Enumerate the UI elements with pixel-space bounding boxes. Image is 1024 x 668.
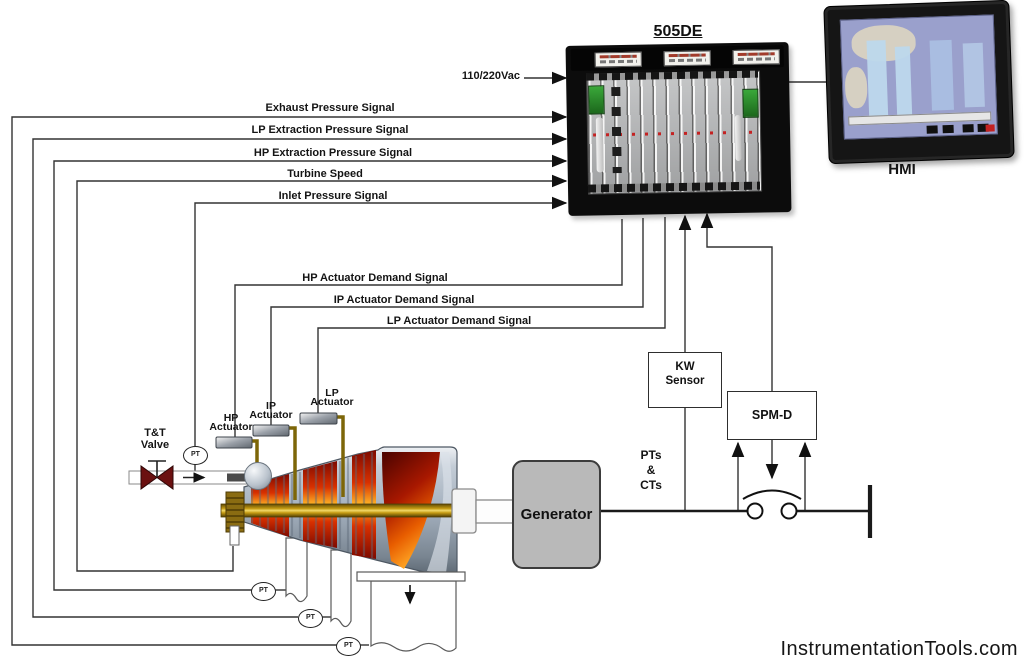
signal-label-speed: Turbine Speed [287, 168, 363, 180]
kw-sensor-line2: Sensor [665, 375, 705, 387]
rack-top-band [570, 45, 784, 71]
wire-ip-demand [270, 218, 644, 426]
signal-label-inlet: Inlet Pressure Signal [278, 190, 388, 202]
kw-sensor-box: KW Sensor [648, 352, 722, 408]
signal-label-lp-ext: LP Extraction Pressure Signal [251, 124, 409, 136]
wire-exhaust-pressure [11, 110, 568, 646]
watermark: InstrumentationTools.com [780, 638, 1018, 660]
turbine-shaft [220, 503, 478, 518]
rack-label-plate [732, 49, 780, 66]
hmi-label: HMI [888, 161, 916, 178]
rack-handle-left [595, 117, 604, 173]
pt-hp-extraction: PT [251, 582, 276, 601]
wire-turbine-speed [76, 174, 568, 572]
controller-505de-rack [565, 42, 792, 216]
kw-sensor-line1: KW [675, 361, 695, 373]
rack-label-plate [594, 51, 642, 68]
coupling [451, 488, 477, 534]
signal-label-hp-ext: HP Extraction Pressure Signal [253, 147, 413, 159]
pts-cts-label: PTs & CTs [640, 448, 662, 492]
green-terminal-left [588, 85, 605, 115]
generator-bus [597, 485, 873, 538]
wire-spmd-up [700, 212, 773, 391]
signal-label-lp-demand: LP Actuator Demand Signal [386, 315, 532, 327]
hmi-alarm-button [985, 124, 995, 132]
lp-actuator-body [299, 412, 338, 425]
hmi-screen [839, 14, 998, 140]
generator-label: Generator [520, 506, 593, 523]
tt-valve-icon [140, 465, 174, 490]
hmi-monitor [823, 0, 1015, 165]
rack-label-plate [663, 50, 711, 67]
breaker-contact-left [746, 502, 764, 520]
pt-exhaust: PT [336, 637, 361, 656]
pt-lp-extraction: PT [298, 609, 323, 628]
wire-inlet-pressure [194, 196, 568, 446]
signal-label-hp-demand: HP Actuator Demand Signal [302, 272, 448, 284]
speed-probe [229, 525, 240, 546]
ip-actuator-body [252, 424, 290, 437]
rack-handle-right [734, 114, 742, 162]
signal-wires [11, 71, 834, 646]
power-label: 110/220Vac [461, 70, 520, 82]
spmd-box: SPM-D [727, 391, 817, 440]
steam-chest [244, 462, 272, 490]
exhaust-flange [356, 571, 466, 582]
wire-lp-extraction [32, 132, 568, 618]
diagram-title: 505DE [653, 23, 703, 40]
exhaust-duct [370, 580, 457, 652]
breaker-contact-right [780, 502, 798, 520]
hp-actuator-body [215, 436, 253, 449]
spmd-label: SPM-D [751, 408, 793, 422]
pt-inlet: PT [183, 446, 208, 465]
breaker-arc [742, 489, 802, 500]
wire-hp-extraction [53, 154, 568, 591]
signal-label-ip-demand: IP Actuator Demand Signal [333, 294, 475, 306]
wire-lp-demand [317, 217, 666, 414]
signal-label-exhaust: Exhaust Pressure Signal [265, 102, 395, 114]
rack-connectors [611, 87, 622, 174]
wire-hp-demand [234, 219, 623, 438]
steam-turbine [128, 412, 514, 652]
green-terminal-right [742, 88, 759, 118]
generator-box: Generator [512, 460, 601, 569]
